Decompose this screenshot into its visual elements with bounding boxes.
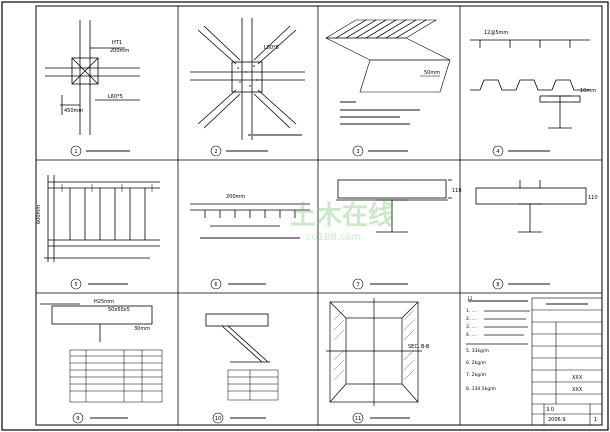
title-block: [531, 297, 603, 426]
cell-number-2: 2: [214, 149, 217, 155]
label-p3-a: 50mm: [424, 70, 440, 76]
note-6: 6. 2kg/m: [466, 360, 486, 366]
label-p4-b: 10mm: [580, 88, 596, 94]
cell-number-8: 8: [496, 282, 499, 288]
panel-9-detail: [40, 303, 153, 342]
label-p1-b: 200mm: [110, 48, 129, 54]
panel-1-column-joint: [45, 20, 140, 135]
title-page: 1: [594, 417, 597, 423]
cell-number-9: 9: [76, 416, 79, 422]
label-p7-a: 110: [452, 188, 462, 194]
watermark-text-1: 土木在线: [290, 201, 394, 231]
cell-number-5: 5: [74, 282, 77, 288]
panel-3-notes: [340, 101, 420, 125]
title-value-2: XXX: [572, 387, 583, 393]
label-p1-d: 450mm: [64, 108, 83, 114]
note-1: 1. ...: [466, 308, 476, 314]
panel-10-bracket: [205, 313, 270, 363]
sheet-inner-border: [35, 5, 603, 426]
panel-5-frame: [44, 175, 160, 262]
watermark: 土木在线 co188.com: [290, 201, 394, 243]
label-p6-a: 200mm: [226, 194, 245, 200]
panel-5-dimension-ticks: [61, 184, 153, 192]
label-p1-a: HT1: [112, 40, 122, 46]
label-p9-c: 30mm: [134, 326, 150, 332]
panel-6-beam: [190, 203, 310, 227]
cell-number-7: 7: [356, 282, 359, 288]
label-p1-c: L60*5: [108, 94, 123, 100]
cell-number-1: 1: [74, 149, 77, 155]
panel-7-section: [336, 179, 452, 233]
title-sheet-no: 3.0: [546, 407, 554, 413]
panel-11-hatching: [333, 309, 415, 381]
watermark-text-2: co188.com: [306, 232, 361, 243]
title-date: 2006.9: [548, 417, 566, 423]
label-p5-a: 600mm: [36, 205, 42, 224]
label-p2-a: L60*5: [264, 45, 279, 51]
cell-number-6: 6: [214, 282, 217, 288]
label-p9-a: H25mm: [94, 299, 114, 305]
panel-11-plan: [326, 298, 422, 406]
panel-10-table: [227, 369, 279, 401]
cell-number-11: 11: [355, 416, 361, 422]
panel-4-deck-section: [470, 39, 590, 129]
note-5: 5. 33kg/m: [466, 348, 489, 354]
cell-number-12: 12: [467, 296, 473, 301]
cell-number-3: 3: [356, 149, 359, 155]
label-p9-b: 50x50x5: [108, 307, 130, 313]
grid-lines: [36, 6, 602, 425]
cell-number-10: 10: [215, 416, 221, 422]
cell-number-labels: 1 2 3 4 5 6 7 8 9 10 11 12: [74, 149, 499, 422]
panel-3-deck-sheet: [324, 19, 451, 93]
panel-9-table: [69, 349, 163, 403]
label-p4-a: 12@5mm: [484, 30, 508, 36]
label-p8-a: 110: [588, 195, 598, 201]
panel-2-brace-joint: [190, 18, 305, 140]
note-7: 7. 2kg/m: [466, 372, 486, 378]
title-value-1: XXX: [572, 375, 583, 381]
note-3: 3. ...: [466, 324, 476, 330]
cell-number-4: 4: [496, 149, 499, 155]
note-2: 2. ...: [466, 316, 476, 322]
cell-numbers: [70, 145, 504, 424]
note-4: 4. ...: [466, 332, 476, 338]
panel-12-notes: 1. ... 2. ... 3. ... 4. ... 5. 33kg/m 6.…: [466, 300, 528, 392]
panel-12-note-lines: [466, 310, 530, 345]
panel-8-section: [475, 180, 587, 233]
panel-2-concrete-dots: [237, 65, 258, 87]
note-8: 8. 130.5kg/m: [466, 386, 496, 392]
label-p11-a: SEC. B-B: [408, 344, 430, 350]
